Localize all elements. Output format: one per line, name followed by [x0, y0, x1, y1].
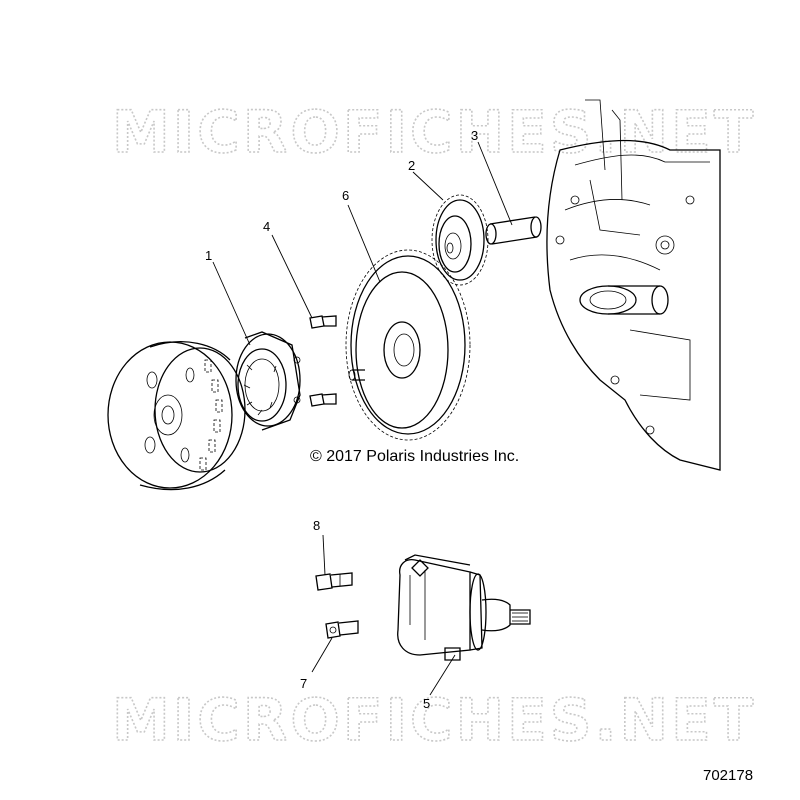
callout-2: 2: [408, 158, 415, 173]
starter-clutch: [235, 331, 301, 431]
watermark-top: MICROFICHES.NET: [112, 98, 756, 166]
starter-bolt-upper: [315, 572, 353, 591]
callout-6: 6: [342, 188, 349, 203]
callout-5: 5: [423, 696, 430, 711]
callout-4: 4: [263, 219, 270, 234]
idler-shaft: [485, 216, 542, 245]
callout-8: 8: [313, 518, 320, 533]
bolt-upper: [309, 315, 337, 329]
starter-motor: [397, 554, 531, 661]
callout-3: 3: [471, 128, 478, 143]
callout-1: 1: [205, 248, 212, 263]
figure-number: 702178: [703, 767, 753, 784]
flywheel: [107, 341, 246, 491]
starter-gear: [345, 249, 471, 441]
starter-bolt-lower: [325, 620, 359, 639]
bolt-lower: [309, 393, 337, 407]
engine-cover: [546, 99, 721, 471]
leader-lines: [212, 141, 513, 696]
copyright-notice: © 2017 Polaris Industries Inc.: [310, 448, 519, 465]
watermark-bottom: MICROFICHES.NET: [112, 686, 756, 754]
idler-gear: [431, 194, 489, 286]
callout-7: 7: [300, 676, 307, 691]
